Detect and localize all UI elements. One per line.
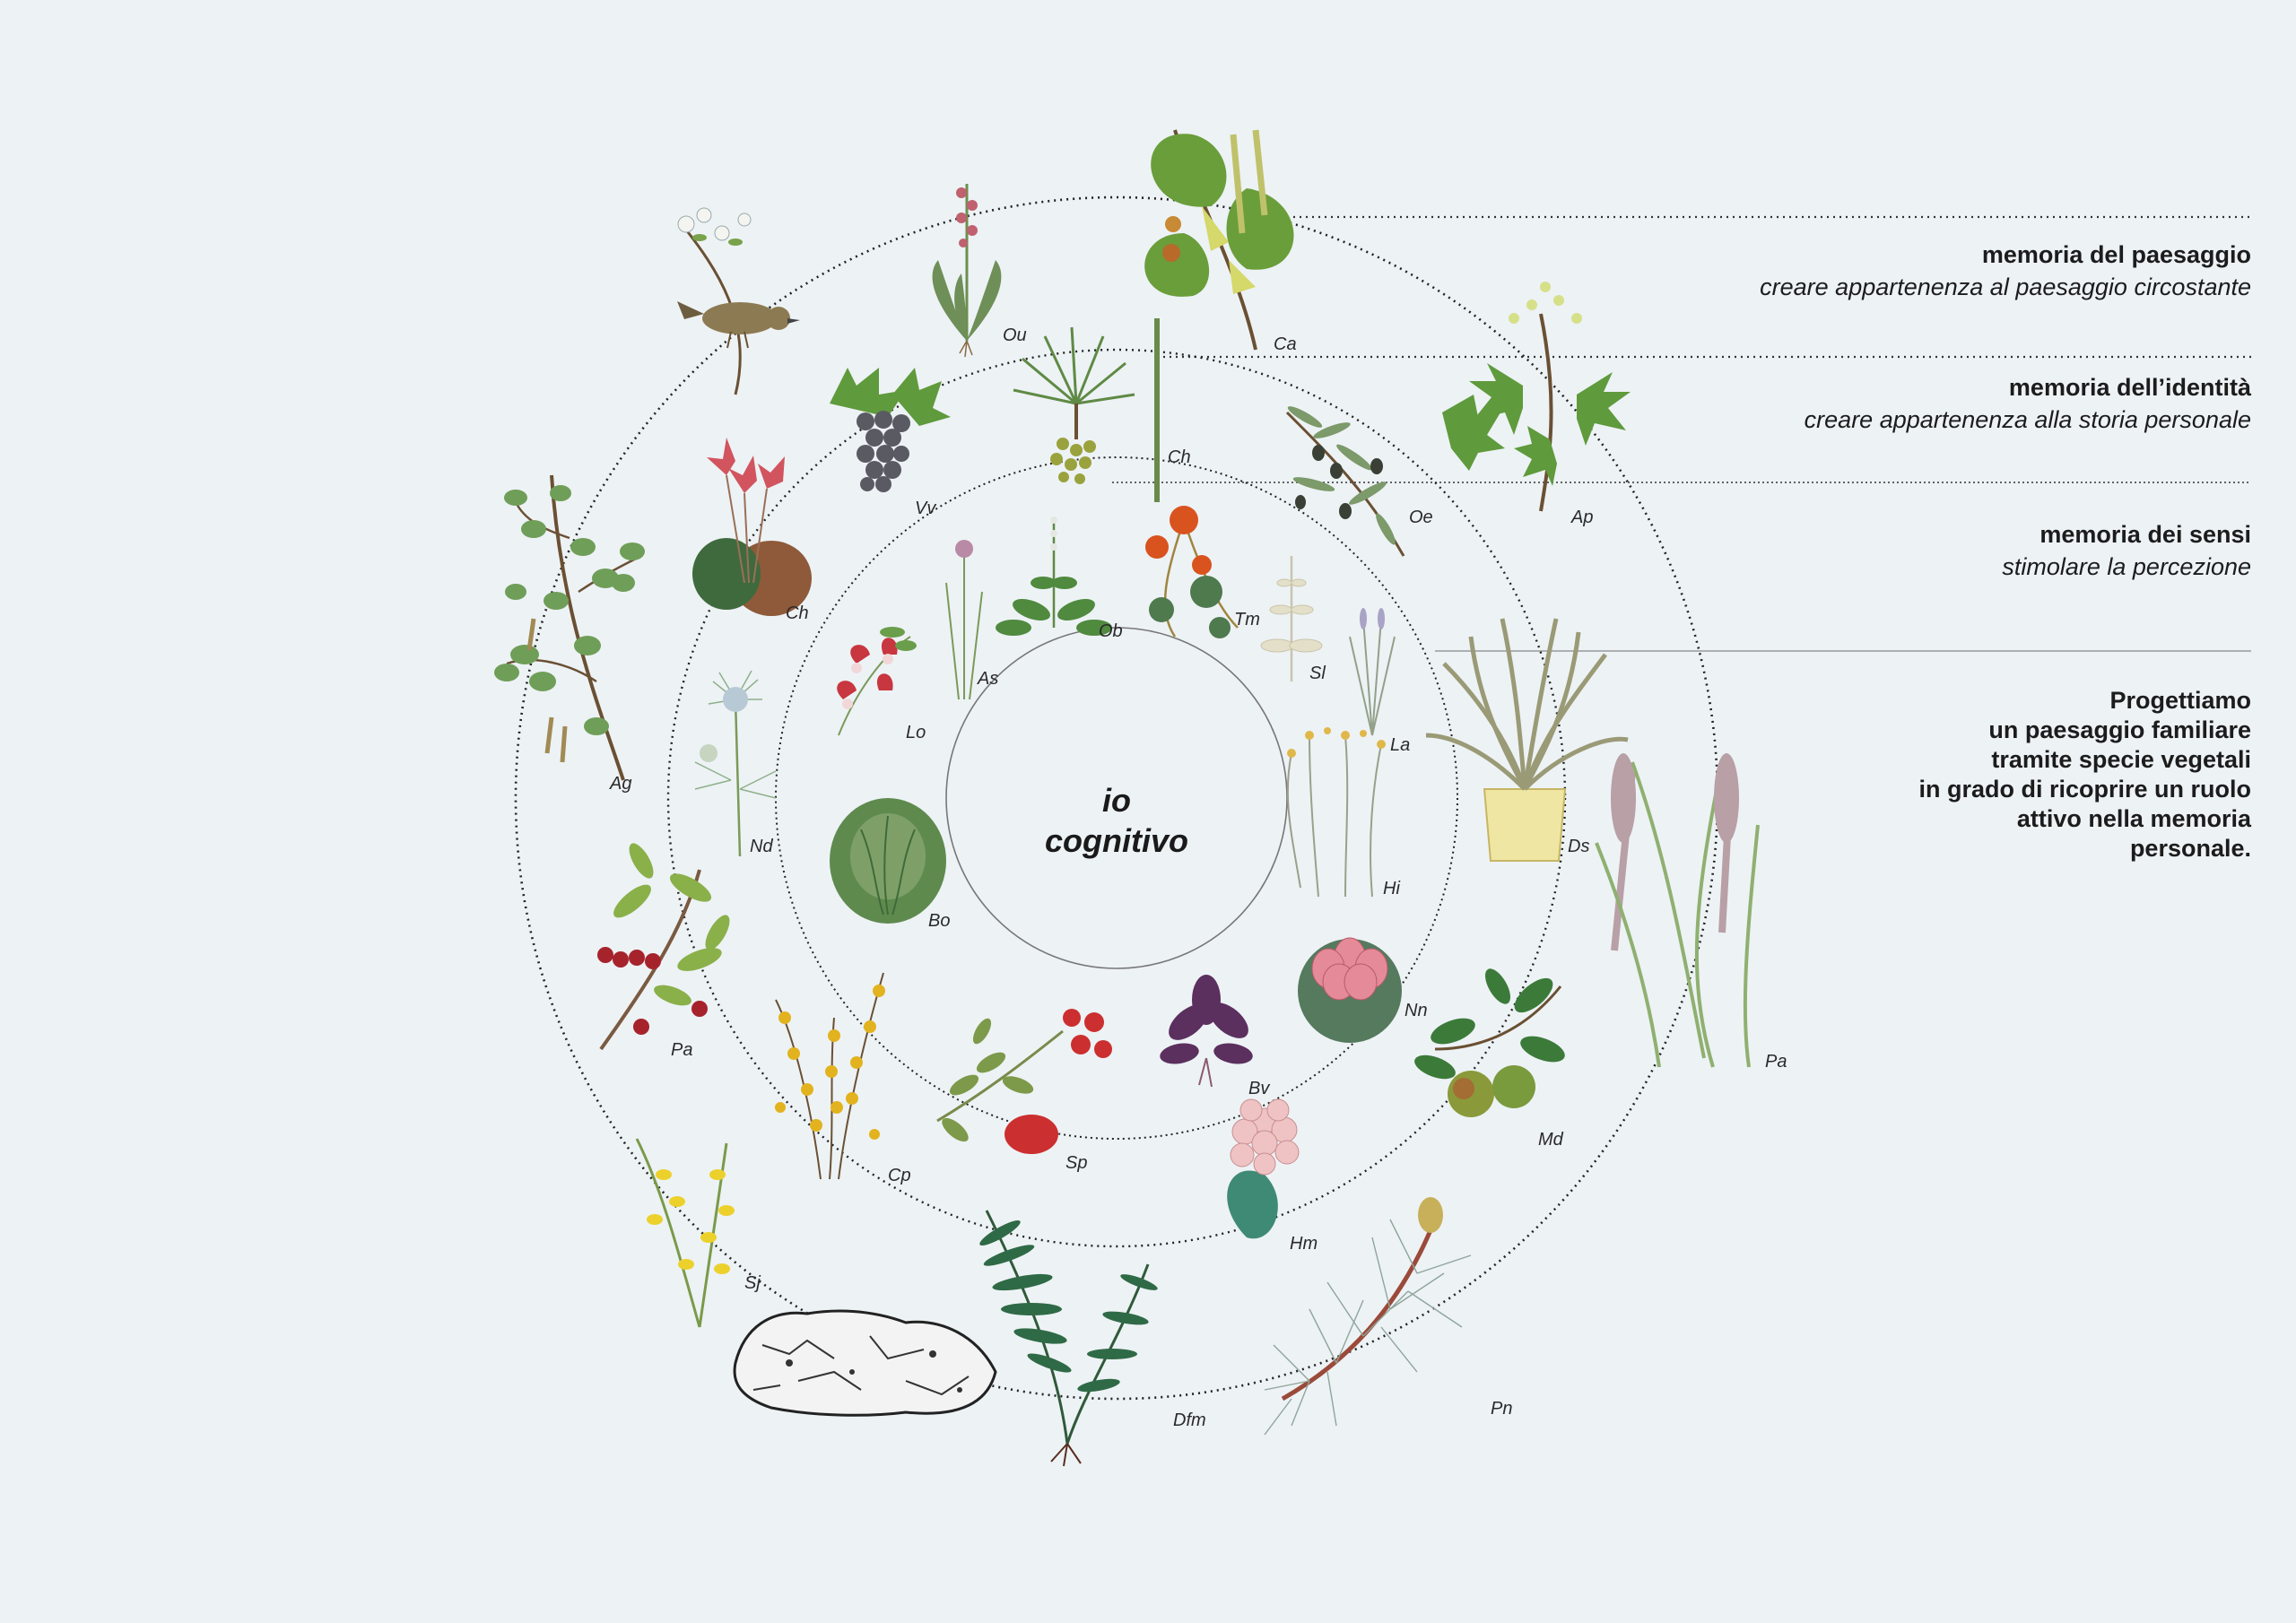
plant-illustration-sl: [1260, 556, 1323, 681]
plant-label-md: Md: [1538, 1130, 1564, 1150]
plant-label-ca: Ca: [1274, 334, 1297, 354]
plant-label-sl: Sl: [1309, 664, 1326, 683]
plant-label-bv: Bv: [1248, 1079, 1270, 1098]
plant-illustration-md: [1414, 968, 1565, 1117]
plant-illustration-oe: [1285, 406, 1405, 557]
plant-illustration-sp: [936, 1009, 1112, 1154]
plant-label-ag: Ag: [609, 774, 631, 794]
plant-illustration-bv: [1160, 975, 1253, 1088]
memory-landscape-subtitle: creare appartenenza al paesaggio circost…: [1760, 273, 2251, 300]
memory-senses-caption: memoria dei sensi stimolare la percezion…: [2002, 518, 2251, 583]
plant-illustration-cp: [775, 972, 885, 1180]
plant-label-hm: Hm: [1290, 1234, 1318, 1254]
plant-illustration-ch-cyclamen: [692, 438, 812, 616]
plant-illustration-pa-cherry: [597, 843, 730, 1051]
plant-illustration-sj: [635, 1138, 735, 1328]
plant-label-tm: Tm: [1234, 610, 1260, 629]
plant-illustration-tm: [1145, 506, 1239, 638]
plant-label-ob: Ob: [1099, 621, 1123, 641]
plant-illustration-ds: [1425, 618, 1629, 862]
plant-illustration-la: [1349, 608, 1396, 736]
plant-label-pn: Pn: [1491, 1399, 1512, 1419]
plant-illustration-ca: [1144, 129, 1294, 351]
plant-label-as: As: [977, 669, 998, 689]
plant-label-sp: Sp: [1065, 1153, 1087, 1173]
plant-illustration-vv: [830, 368, 951, 492]
plant-labels: Ou Ca Ap Vv Ch Oe Ch Ob Tm As Sl Lo La A…: [609, 325, 1787, 1430]
plant-illustration-nd: [694, 670, 777, 857]
statement-line: personale.: [2129, 835, 2251, 862]
center-title-line2: cognitivo: [1045, 822, 1188, 859]
ring-senses: [775, 456, 1458, 1140]
plant-label-la: La: [1390, 735, 1410, 755]
ring-center: [945, 627, 1288, 969]
project-statement: Progettiamo un paesaggio familiare trami…: [1785, 686, 2251, 864]
memory-identity-subtitle: creare appartenenza alla storia personal…: [1804, 406, 2251, 433]
memory-landscape-title: memoria del paesaggio: [1981, 241, 2251, 268]
plant-label-ch-cyclamen: Ch: [786, 603, 809, 623]
plant-illustration-ou: [932, 184, 1002, 358]
plant-label-oe: Oe: [1409, 508, 1433, 527]
memory-landscape-caption: memoria del paesaggio creare appartenenz…: [1760, 239, 2251, 303]
plant-illustration-hm: [1227, 1098, 1300, 1239]
statement-line: Progettiamo: [2109, 687, 2251, 714]
rock-sketch-illustration: [733, 1309, 997, 1417]
plant-label-vv: Vv: [915, 499, 936, 518]
plant-label-ou: Ou: [1003, 325, 1027, 345]
plant-illustration-lo: [837, 627, 917, 736]
memory-identity-caption: memoria dell’identità creare appartenenz…: [1805, 371, 2251, 436]
plant-illustration-ch-palm: [1013, 318, 1160, 502]
plant-label-dfm: Dfm: [1173, 1410, 1206, 1430]
plant-illustration-as: [945, 540, 983, 700]
statement-line: tramite specie vegetali: [1991, 746, 2251, 773]
memory-identity-title: memoria dell’identità: [2008, 374, 2251, 401]
plant-illustration-ag: [494, 474, 645, 781]
plant-illustration-hi: [1286, 727, 1386, 898]
plant-illustration-pa-reed: [1595, 753, 1760, 1068]
statement-line: attivo nella memoria: [2016, 805, 2251, 832]
plant-illustration-pn: [1264, 1197, 1472, 1436]
plant-label-ap: Ap: [1570, 508, 1593, 527]
plant-label-nd: Nd: [750, 837, 773, 856]
memory-senses-title: memoria dei sensi: [2039, 521, 2251, 548]
plant-illustration-dfm: [979, 1210, 1158, 1467]
plant-label-bo: Bo: [928, 911, 950, 931]
center-title-line1: io: [1102, 782, 1131, 819]
plant-label-nn: Nn: [1405, 1001, 1428, 1020]
statement-line: in grado di ricoprire un ruolo: [1918, 776, 2251, 803]
plant-illustration-nn: [1298, 937, 1402, 1043]
plant-label-hi: Hi: [1383, 879, 1400, 898]
plant-label-cp: Cp: [888, 1166, 911, 1185]
bird-illustration: [677, 207, 800, 395]
plant-illustration-ap: [1442, 282, 1631, 512]
plant-illustration-bo: [830, 798, 946, 924]
plant-illustration-ob: [996, 516, 1112, 636]
statement-line: un paesaggio familiare: [1988, 716, 2251, 743]
plant-label-sj: Sj: [744, 1273, 761, 1293]
plant-label-pa-reed: Pa: [1765, 1052, 1787, 1072]
plant-label-pa-cherry: Pa: [671, 1040, 692, 1060]
plant-label-ds: Ds: [1568, 837, 1589, 856]
plant-label-ch-palm: Ch: [1168, 447, 1191, 467]
plant-label-lo: Lo: [906, 723, 926, 742]
memory-senses-subtitle: stimolare la percezione: [2002, 553, 2251, 580]
